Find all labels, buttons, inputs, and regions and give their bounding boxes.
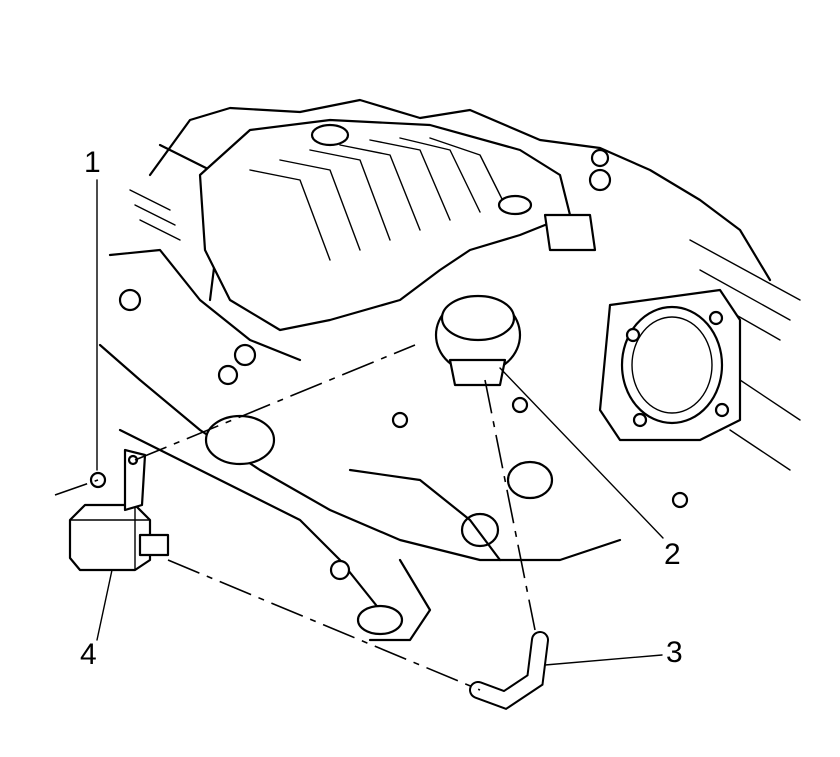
leader-lines: [96, 179, 664, 666]
supercharger-housing: [198, 118, 612, 332]
callout-4: 4: [80, 638, 97, 671]
valve-actuator: [434, 294, 522, 387]
callout-2: 2: [664, 538, 681, 571]
engine-block-outline: [98, 98, 801, 612]
callout-3: 3: [666, 636, 683, 669]
vacuum-hose: [469, 631, 549, 711]
solenoid-assembly: [68, 448, 170, 572]
callout-1: 1: [84, 146, 101, 179]
assembly-guides: [54, 344, 536, 691]
lower-manifold: [118, 288, 689, 642]
throttle-body: [598, 288, 742, 442]
